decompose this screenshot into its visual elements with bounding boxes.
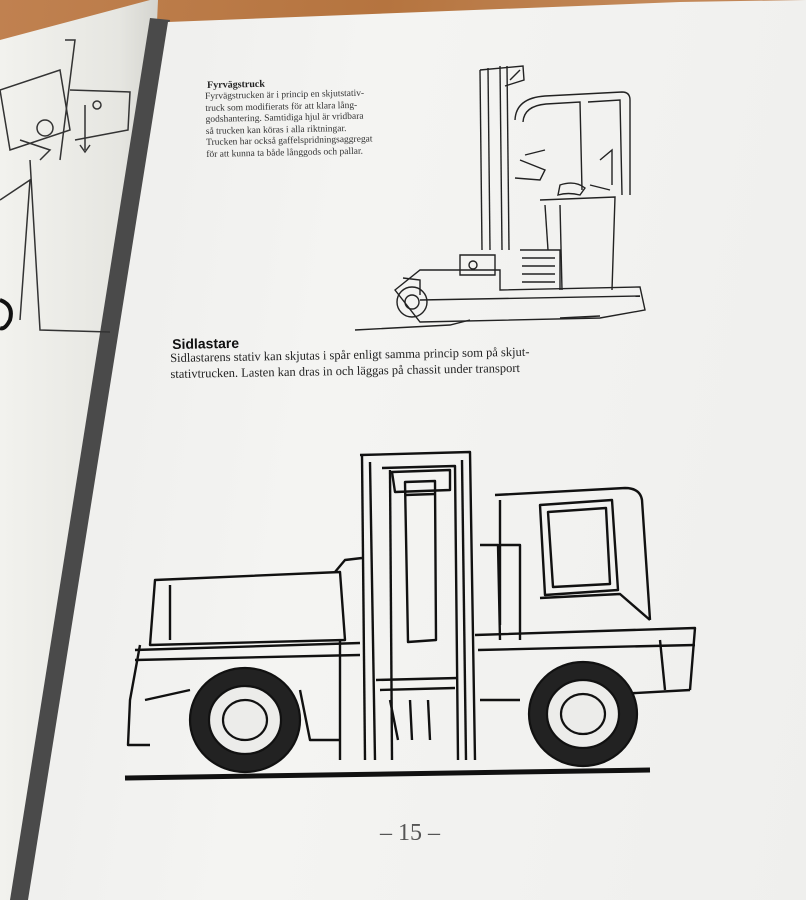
page-number: – 15 –: [380, 820, 440, 846]
section-heading-fyrvagstruck: Fyrvägstruck: [207, 78, 265, 91]
section-text-fyrvagstruck: Fyrvägstrucken är i princip en skjutstat…: [205, 88, 373, 160]
